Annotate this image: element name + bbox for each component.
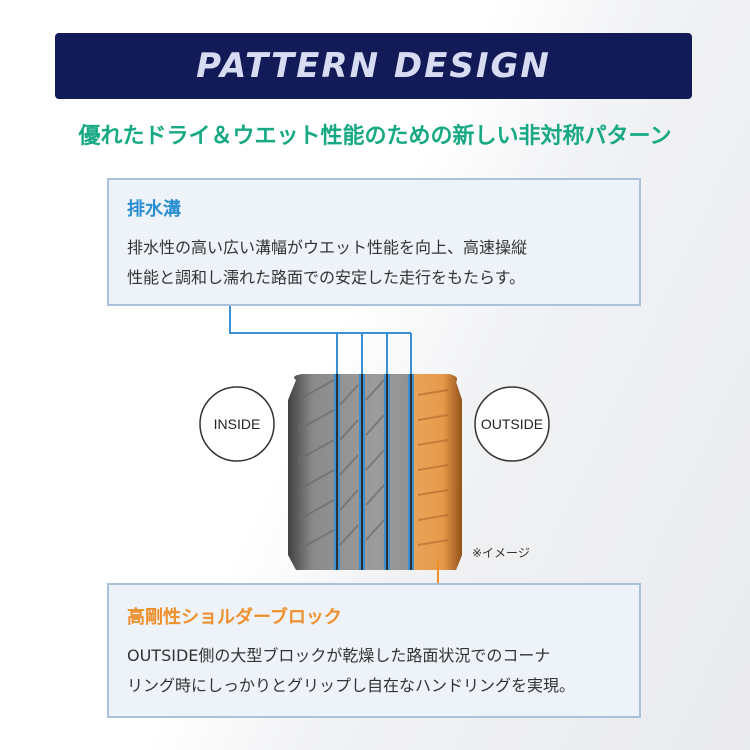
shoulder-block-description: OUTSIDE側の大型ブロックが乾燥した路面状況でのコーナ リング時にしっかりと… xyxy=(127,641,621,701)
image-note: ※イメージ xyxy=(472,546,530,560)
drainage-groove-box: 排水溝 排水性の高い広い溝幅がウエット性能を向上、高速操縦 性能と調和し濡れた路… xyxy=(107,178,641,306)
groove-dark-lines xyxy=(336,374,412,570)
tread-pattern xyxy=(297,379,385,551)
drainage-groove-line-2: 性能と調和し濡れた路面での安定した走行をもたらす。 xyxy=(127,268,526,287)
shoulder-block-line-1: OUTSIDE側の大型ブロックが乾燥した路面状況でのコーナ xyxy=(127,646,551,665)
page-subtitle: 優れたドライ＆ウエット性能のための新しい非対称パターン xyxy=(78,124,672,149)
shoulder-pattern xyxy=(417,389,449,546)
shoulder-block-box: 高剛性ショルダーブロック OUTSIDE側の大型ブロックが乾燥した路面状況でのコ… xyxy=(107,583,641,718)
page-title: PATTERN DESIGN xyxy=(196,46,551,86)
tire-image xyxy=(288,374,462,570)
outside-shoulder-highlight xyxy=(412,374,462,570)
drainage-groove-heading: 排水溝 xyxy=(127,199,181,220)
drainage-groove-line-1: 排水性の高い広い溝幅がウエット性能を向上、高速操縦 xyxy=(127,238,528,257)
inside-circle xyxy=(199,386,275,462)
drainage-groove-description: 排水性の高い広い溝幅がウエット性能を向上、高速操縦 性能と調和し濡れた路面での安… xyxy=(127,233,621,293)
title-banner: PATTERN DESIGN xyxy=(55,33,692,99)
inside-marker: INSIDE xyxy=(199,386,275,462)
outside-circle xyxy=(474,386,550,462)
shoulder-block-heading: 高剛性ショルダーブロック xyxy=(127,607,342,628)
outside-marker: OUTSIDE xyxy=(474,386,550,462)
inside-label: INSIDE xyxy=(214,416,261,432)
drainage-connector-lines xyxy=(229,306,412,384)
shoulder-block-line-2: リング時にしっかりとグリップし自在なハンドリングを実現。 xyxy=(127,676,576,695)
connector-horizontal xyxy=(229,306,411,334)
outside-label: OUTSIDE xyxy=(481,416,543,432)
